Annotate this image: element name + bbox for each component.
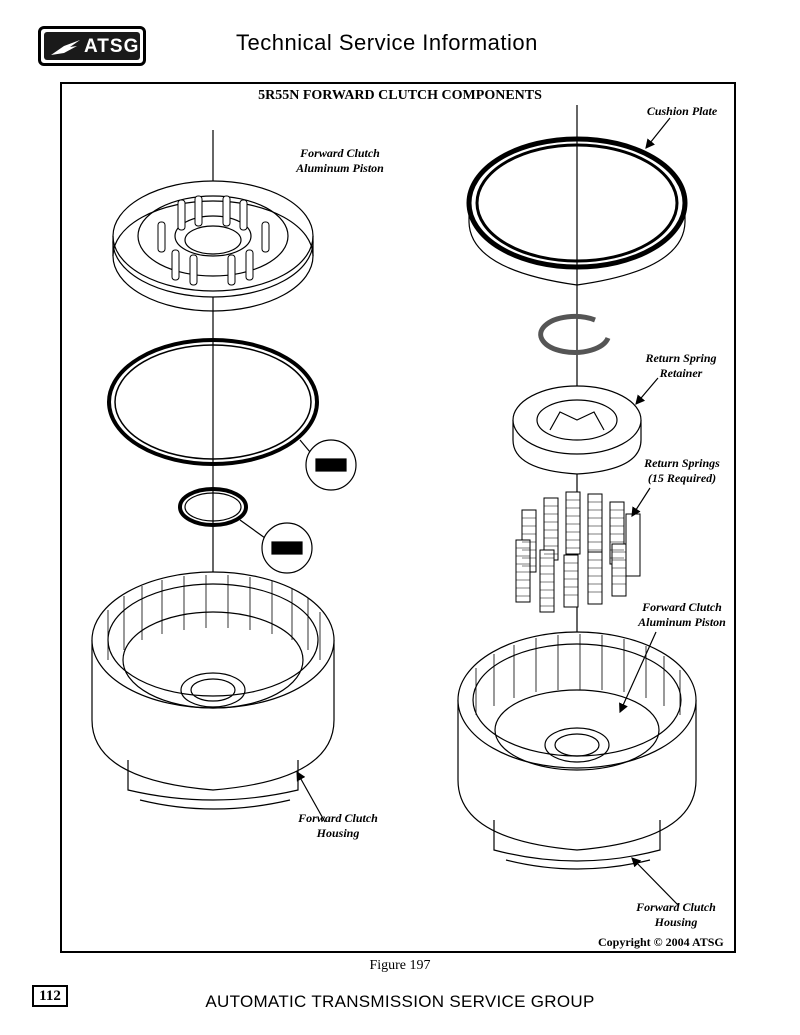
return-spring-retainer-label-line2: Retainer	[659, 366, 703, 380]
right-housing-label-line1: Forward Clutch	[636, 900, 716, 914]
return-springs-label-line2: (15 Required)	[647, 471, 717, 485]
left-aluminum-piston	[112, 180, 314, 312]
left-housing-label-line2: Housing	[316, 826, 360, 840]
right-piston-label-line2: Aluminum Piston	[638, 615, 726, 629]
footer-organization: AUTOMATIC TRANSMISSION SERVICE GROUP	[205, 992, 595, 1011]
logo-text: ATSG	[84, 36, 140, 57]
right-piston-label-line1: Forward Clutch	[642, 600, 722, 614]
left-inner-seal-ring	[178, 487, 248, 527]
page-title: Technical Service Information	[236, 30, 538, 55]
left-piston-label: Forward Clutch Aluminum Piston	[280, 146, 400, 176]
snap-ring	[538, 313, 611, 355]
right-housing-label: Forward Clutch Housing	[616, 900, 736, 930]
left-outer-seal-ring	[107, 338, 319, 466]
left-piston-label-line2: Aluminum Piston	[296, 161, 384, 175]
eagle-logo-icon	[51, 40, 80, 55]
return-springs-label: Return Springs (15 Required)	[626, 456, 738, 486]
return-springs-label-line1: Return Springs	[644, 456, 720, 470]
right-clutch-housing-with-piston	[457, 631, 697, 870]
left-housing-label-line1: Forward Clutch	[298, 811, 378, 825]
figure-frame	[60, 82, 736, 953]
return-spring-retainer	[512, 385, 642, 475]
right-housing-label-line2: Housing	[654, 915, 698, 929]
copyright-notice: Copyright © 2004 ATSG	[598, 935, 724, 949]
cushion-plate-label-text: Cushion Plate	[646, 104, 718, 118]
figure-caption: Figure 197	[369, 958, 431, 973]
figure-title: 5R55N FORWARD CLUTCH COMPONENTS	[258, 88, 542, 103]
atsg-logo: ATSG	[38, 26, 146, 66]
page-number: 112	[32, 985, 68, 1007]
left-clutch-housing	[91, 571, 335, 810]
cushion-plate	[466, 136, 688, 286]
right-piston-label: Forward Clutch Aluminum Piston	[622, 600, 742, 630]
cushion-plate-label: Cushion Plate	[626, 104, 738, 119]
left-piston-label-line1: Forward Clutch	[300, 146, 380, 160]
left-housing-label: Forward Clutch Housing	[278, 811, 398, 841]
return-spring-retainer-label: Return Spring Retainer	[626, 351, 736, 381]
return-spring-retainer-label-line1: Return Spring	[645, 351, 717, 365]
